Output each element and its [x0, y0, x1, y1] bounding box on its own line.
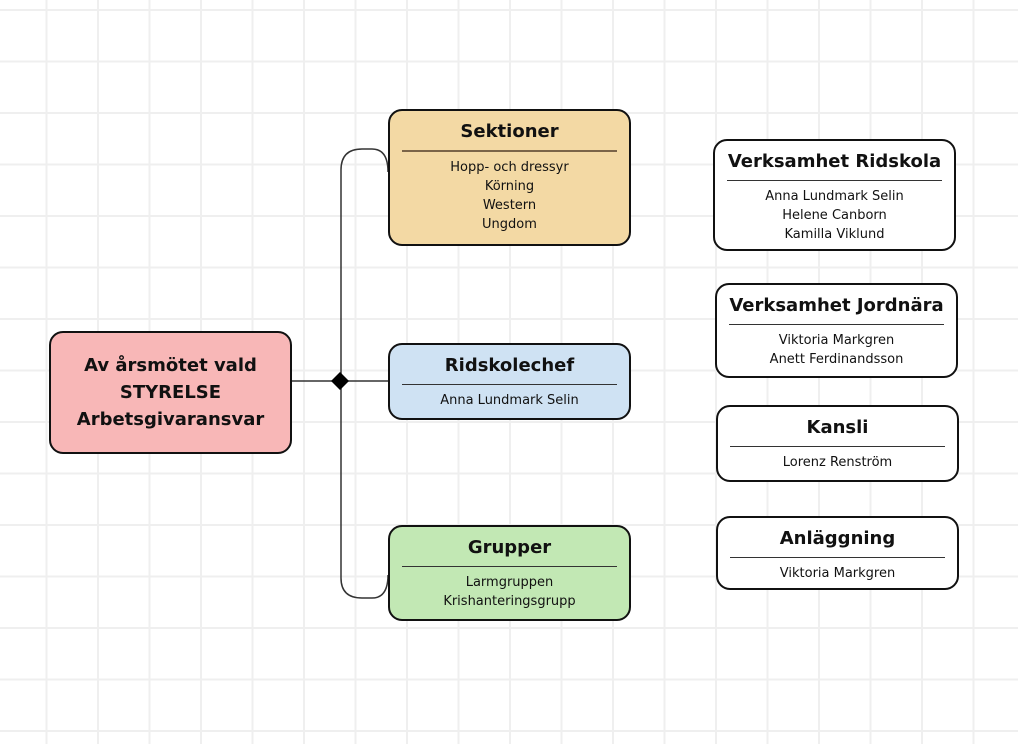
divider: [402, 566, 617, 567]
box-item: Lorenz Renström: [782, 455, 893, 470]
box-item: Anna Lundmark Selin: [440, 393, 579, 408]
box-title: Verksamhet Jordnära: [729, 295, 944, 316]
box-title: Anläggning: [779, 528, 896, 549]
box-item: Hopp- och dressyr: [450, 160, 569, 175]
box-item: Ungdom: [482, 217, 537, 232]
divider: [402, 150, 617, 152]
jordnara-box: Verksamhet Jordnära Viktoria Markgren An…: [715, 283, 958, 378]
connector-grupper: [340, 381, 389, 599]
connector-sektioner: [340, 148, 389, 381]
box-item: Anett Ferdinandsson: [769, 352, 904, 367]
box-item: Larmgruppen: [465, 575, 554, 590]
box-title: Sektioner: [460, 121, 559, 142]
ridskola-box: Verksamhet Ridskola Anna Lundmark Selin …: [713, 139, 956, 251]
box-title: Ridskolechef: [444, 355, 575, 376]
anlaggning-box: Anläggning Viktoria Markgren: [716, 516, 959, 590]
board-line: Arbetsgivaransvar: [76, 409, 265, 430]
box-item: Helene Canborn: [782, 208, 887, 223]
grupper-box: Grupper Larmgruppen Krishanteringsgrupp: [388, 525, 631, 621]
box-title: Kansli: [806, 417, 869, 438]
divider: [727, 180, 942, 181]
box-item: Viktoria Markgren: [778, 333, 895, 348]
divider: [730, 446, 945, 447]
board-box: Av årsmötet vald STYRELSE Arbetsgivarans…: [49, 331, 292, 454]
divider: [730, 557, 945, 558]
box-item: Anna Lundmark Selin: [765, 189, 904, 204]
box-title: Verksamhet Ridskola: [727, 151, 942, 172]
board-line: Av årsmötet vald: [84, 355, 257, 376]
box-item: Kamilla Viklund: [784, 227, 885, 242]
sektioner-box: Sektioner Hopp- och dressyr Körning West…: [388, 109, 631, 246]
ridskolechef-box: Ridskolechef Anna Lundmark Selin: [388, 343, 631, 420]
box-item: Körning: [484, 179, 535, 194]
board-line: STYRELSE: [119, 382, 222, 403]
divider: [402, 384, 617, 385]
kansli-box: Kansli Lorenz Renström: [716, 405, 959, 482]
box-title: Grupper: [467, 537, 552, 558]
box-item: Krishanteringsgrupp: [443, 594, 576, 609]
diamond-junction-icon: [331, 372, 349, 390]
box-item: Western: [482, 198, 537, 213]
divider: [729, 324, 944, 325]
box-item: Viktoria Markgren: [779, 566, 896, 581]
